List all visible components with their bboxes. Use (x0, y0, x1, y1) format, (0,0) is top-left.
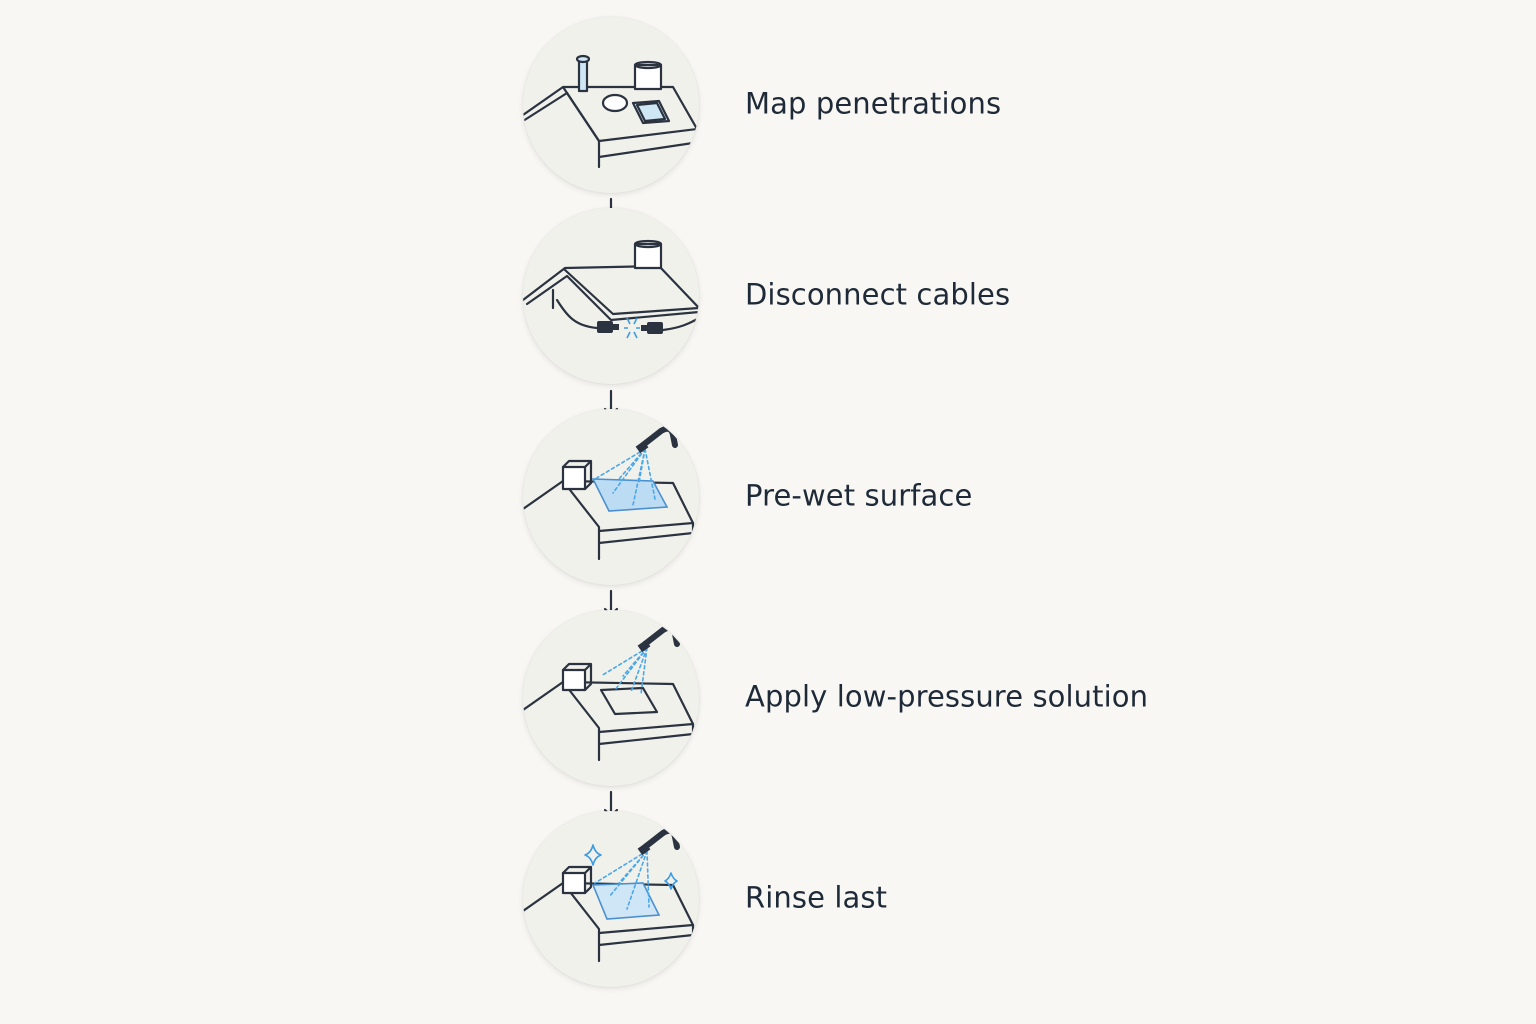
step-pre-wet-surface: Pre-wet surface (0, 409, 1536, 585)
step-apply-low-pressure-solution: Apply low-pressure solution (0, 610, 1536, 786)
low-pressure-spray-icon (523, 610, 699, 786)
step-label: Pre-wet surface (745, 478, 973, 513)
step-disconnect-cables: Disconnect cables (0, 208, 1536, 384)
rinse-sparkle-icon (523, 811, 699, 987)
step-label: Map penetrations (745, 86, 1002, 121)
disconnect-cables-icon (523, 208, 699, 384)
step-label: Apply low-pressure solution (745, 679, 1149, 714)
step-label: Disconnect cables (745, 277, 1011, 312)
roof-penetrations-icon (523, 17, 699, 193)
step-map-penetrations: Map penetrations (0, 17, 1536, 193)
pre-wet-spray-icon (523, 409, 699, 585)
step-rinse-last: Rinse last (0, 811, 1536, 987)
step-label: Rinse last (745, 880, 888, 915)
